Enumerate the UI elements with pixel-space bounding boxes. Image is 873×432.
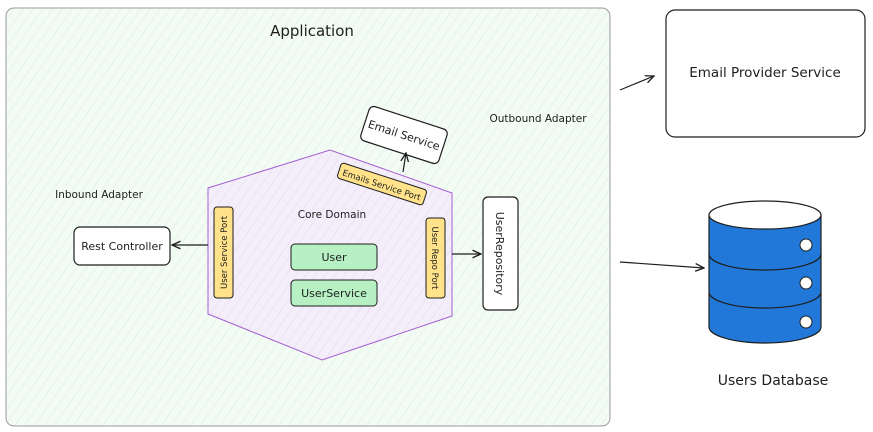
email-provider-service-box: Email Provider Service xyxy=(665,9,866,138)
arrow-to-email-provider xyxy=(619,76,654,91)
arrow-to-users-database xyxy=(619,261,704,268)
email-provider-service-label: Email Provider Service xyxy=(689,65,841,81)
arrow-port-to-email-service xyxy=(403,153,406,173)
user-service-box: UserService xyxy=(290,279,378,307)
outbound-adapter-label: Outbound Adapter xyxy=(489,113,587,125)
users-database-icon xyxy=(708,200,822,344)
user-repository-box: UserRepository xyxy=(482,196,519,311)
rest-controller-box: Rest Controller xyxy=(73,226,171,266)
inbound-adapter-label: Inbound Adapter xyxy=(55,189,143,201)
user-entity-box: User xyxy=(290,243,378,271)
user-entity-label: User xyxy=(321,251,347,264)
user-service-port: User Service Port xyxy=(213,206,234,299)
rest-controller-label: Rest Controller xyxy=(81,240,163,253)
core-domain-label: Core Domain xyxy=(298,209,366,221)
users-database-label: Users Database xyxy=(718,373,828,389)
user-repo-port-label: User Repo Port xyxy=(429,227,439,291)
user-service-port-label: User Service Port xyxy=(220,215,230,289)
user-repository-label: UserRepository xyxy=(493,212,506,296)
user-repo-port: User Repo Port xyxy=(425,217,446,299)
user-service-label: UserService xyxy=(301,287,367,300)
application-title: Application xyxy=(270,22,354,40)
